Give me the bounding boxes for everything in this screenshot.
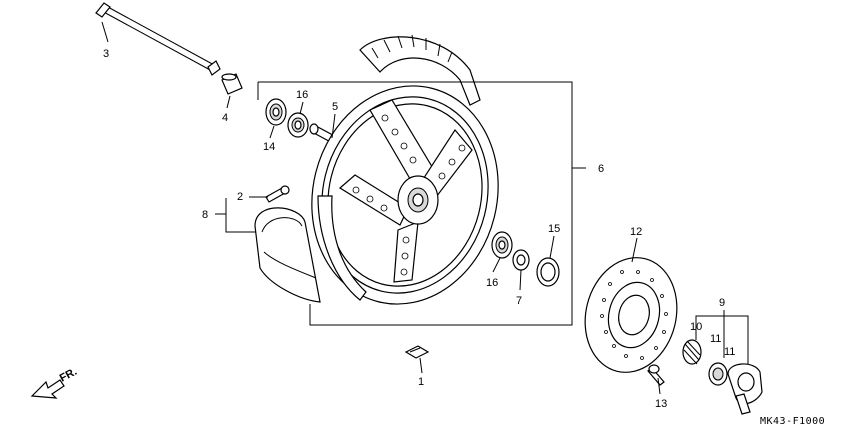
disk-bolt[interactable] — [647, 364, 665, 386]
axle-collar[interactable] — [221, 73, 243, 95]
speedometer-gear-box[interactable] — [727, 363, 763, 415]
leader-lines — [101, 21, 749, 395]
callout-13: 13 — [655, 398, 667, 410]
callout-9: 9 — [719, 297, 725, 309]
dust-seal-right[interactable] — [536, 257, 560, 287]
callout-7: 7 — [516, 295, 522, 307]
gear-retainer[interactable] — [708, 362, 728, 386]
callout-labels: 1 2 3 4 5 6 7 8 9 10 11 11 12 13 14 15 1… — [103, 48, 735, 410]
callout-16a: 16 — [296, 89, 308, 101]
callout-10: 10 — [690, 321, 702, 333]
front-wheel[interactable] — [289, 66, 521, 324]
front-direction-arrow: FR. — [30, 366, 79, 399]
callout-1: 1 — [418, 376, 424, 388]
callout-11b: 11 — [724, 346, 735, 358]
speedometer-gear[interactable] — [682, 339, 702, 365]
front-tire[interactable] — [359, 34, 481, 106]
callout-11a: 11 — [710, 333, 721, 345]
callout-16b: 16 — [486, 277, 498, 289]
callout-6: 6 — [598, 163, 604, 175]
bearing-left[interactable] — [265, 98, 287, 126]
callout-5: 5 — [332, 101, 338, 113]
callout-12: 12 — [630, 226, 642, 238]
callout-4: 4 — [222, 112, 228, 124]
callout-8: 8 — [202, 209, 208, 221]
direction-label: FR. — [58, 366, 79, 385]
dust-seal-left[interactable] — [287, 112, 309, 138]
bearing-right[interactable] — [491, 231, 513, 259]
bearing-retainer[interactable] — [512, 249, 530, 271]
callout-3: 3 — [103, 48, 109, 60]
diagram-code: MK43-F1000 — [760, 416, 825, 427]
clip[interactable] — [404, 345, 430, 359]
brake-disk[interactable] — [573, 248, 688, 382]
callout-14: 14 — [263, 141, 275, 153]
callout-15: 15 — [548, 223, 560, 235]
front-axle[interactable] — [95, 2, 221, 76]
inner-tube[interactable] — [254, 207, 321, 303]
wheel-assembly-bracket — [257, 81, 573, 326]
tire-valve[interactable] — [265, 185, 290, 203]
callout-2: 2 — [237, 191, 243, 203]
